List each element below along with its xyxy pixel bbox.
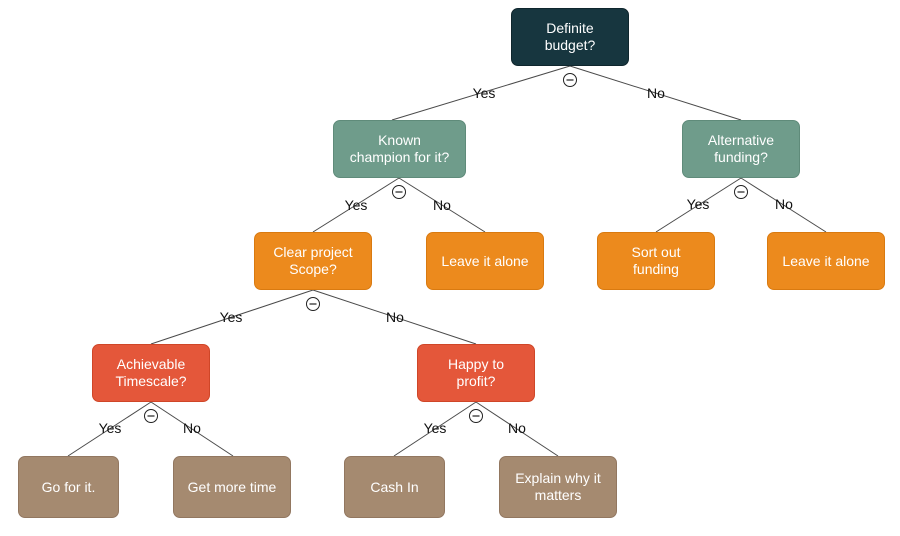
edge-funding-yes: Yes bbox=[655, 177, 742, 233]
edge-label-champion-no: No bbox=[433, 197, 451, 213]
edge-label-budget-yes: Yes bbox=[473, 85, 496, 101]
edge-label-funding-no: No bbox=[775, 196, 793, 212]
node-go-for-it[interactable]: Go for it. bbox=[18, 456, 119, 518]
node-cash-in[interactable]: Cash In bbox=[344, 456, 445, 518]
edge-label-profit-no: No bbox=[508, 420, 526, 436]
edge-label-timescale-yes: Yes bbox=[99, 420, 122, 436]
edge-timescale-yes: Yes bbox=[67, 401, 152, 457]
edge-funding-no: No bbox=[740, 177, 827, 233]
edge-scope-yes: Yes bbox=[150, 289, 314, 345]
node-alternative-funding[interactable]: Alternative funding? bbox=[682, 120, 800, 178]
edge-label-funding-yes: Yes bbox=[687, 196, 710, 212]
edge-budget-no: No bbox=[569, 65, 742, 121]
edge-label-scope-yes: Yes bbox=[220, 309, 243, 325]
edge-label-timescale-no: No bbox=[183, 420, 201, 436]
edge-profit-no: No bbox=[475, 401, 559, 457]
edge-label-profit-yes: Yes bbox=[424, 420, 447, 436]
edge-timescale-no: No bbox=[150, 401, 234, 457]
edge-champion-no: No bbox=[398, 177, 486, 233]
collapse-toggle-budget[interactable] bbox=[563, 73, 577, 87]
edge-label-scope-no: No bbox=[386, 309, 404, 325]
node-explain-why[interactable]: Explain why it matters bbox=[499, 456, 617, 518]
edge-label-budget-no: No bbox=[647, 85, 665, 101]
collapse-toggle-profit[interactable] bbox=[469, 409, 483, 423]
node-definite-budget[interactable]: Definite budget? bbox=[511, 8, 629, 66]
node-sort-out-funding[interactable]: Sort out funding bbox=[597, 232, 715, 290]
edge-champion-yes: Yes bbox=[312, 177, 400, 233]
node-achievable-timescale[interactable]: Achievable Timescale? bbox=[92, 344, 210, 402]
edge-scope-no: No bbox=[312, 289, 477, 345]
node-clear-scope[interactable]: Clear project Scope? bbox=[254, 232, 372, 290]
collapse-toggle-timescale[interactable] bbox=[144, 409, 158, 423]
node-leave-alone-funding[interactable]: Leave it alone bbox=[767, 232, 885, 290]
collapse-toggle-funding[interactable] bbox=[734, 185, 748, 199]
node-happy-to-profit[interactable]: Happy to profit? bbox=[417, 344, 535, 402]
node-get-more-time[interactable]: Get more time bbox=[173, 456, 291, 518]
edge-label-champion-yes: Yes bbox=[345, 197, 368, 213]
collapse-toggle-champion[interactable] bbox=[392, 185, 406, 199]
edge-budget-yes: Yes bbox=[391, 65, 571, 121]
node-known-champion[interactable]: Known champion for it? bbox=[333, 120, 466, 178]
edge-profit-yes: Yes bbox=[393, 401, 477, 457]
node-leave-alone-champion[interactable]: Leave it alone bbox=[426, 232, 544, 290]
collapse-toggle-scope[interactable] bbox=[306, 297, 320, 311]
